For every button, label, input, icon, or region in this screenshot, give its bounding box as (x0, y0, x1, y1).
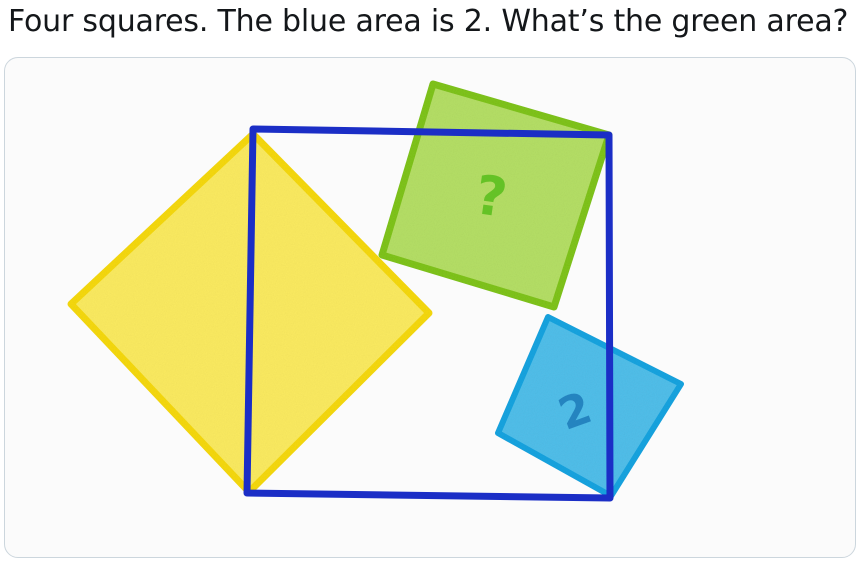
four-squares-figure: ? 2 (67, 80, 684, 502)
green-square (378, 80, 613, 311)
tweet-media-card[interactable]: ? 2 (4, 57, 856, 558)
tweet-text: Four squares. The blue area is 2. What’s… (8, 4, 849, 39)
outline-square (243, 125, 614, 502)
